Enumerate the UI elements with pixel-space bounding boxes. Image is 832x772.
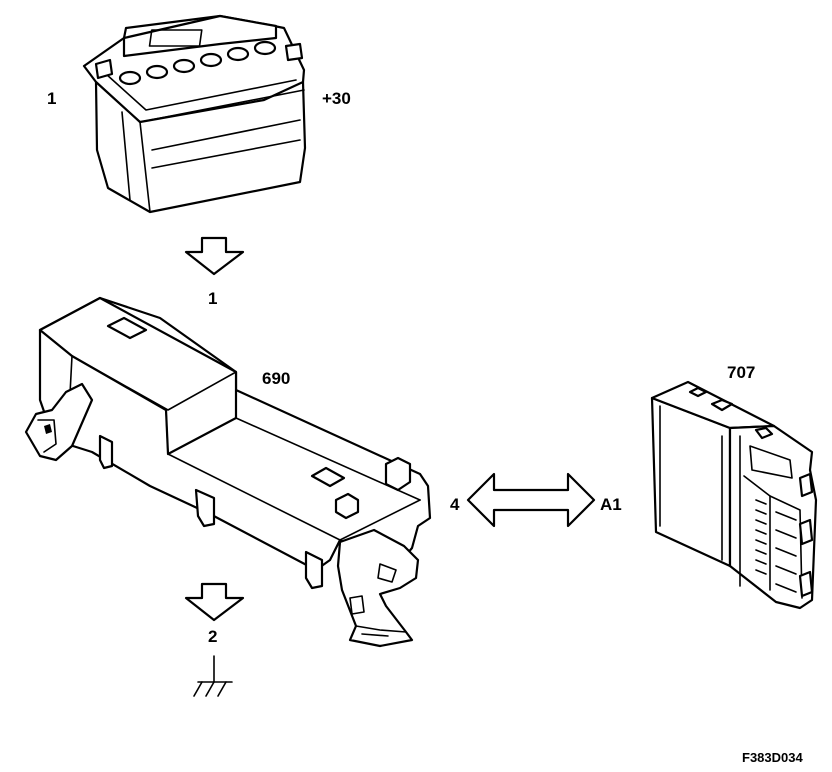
double-arrow-icon xyxy=(466,472,596,528)
arrow-down-icon xyxy=(184,236,245,276)
battery-illustration xyxy=(82,14,307,214)
fuse-box-input-pin: 1 xyxy=(208,289,217,308)
battery-cell-caps xyxy=(118,40,277,86)
fuse-box-number: 690 xyxy=(262,369,290,388)
fuse-box-illustration xyxy=(24,296,432,648)
fuse-box-bus-pin: 4 xyxy=(450,495,460,514)
module-bus-pin: A1 xyxy=(600,495,622,514)
arrow-down-icon-ground xyxy=(184,582,245,622)
module-connector-pins xyxy=(755,499,797,593)
battery-terminal-label: +30 xyxy=(322,89,351,108)
battery-pin-label: 1 xyxy=(47,89,56,108)
control-module-illustration xyxy=(650,380,818,610)
figure-code: F383D034 xyxy=(742,750,803,765)
control-module-number: 707 xyxy=(727,363,755,382)
ground-icon xyxy=(193,655,233,697)
fuse-box-ground-pin: 2 xyxy=(208,627,217,646)
